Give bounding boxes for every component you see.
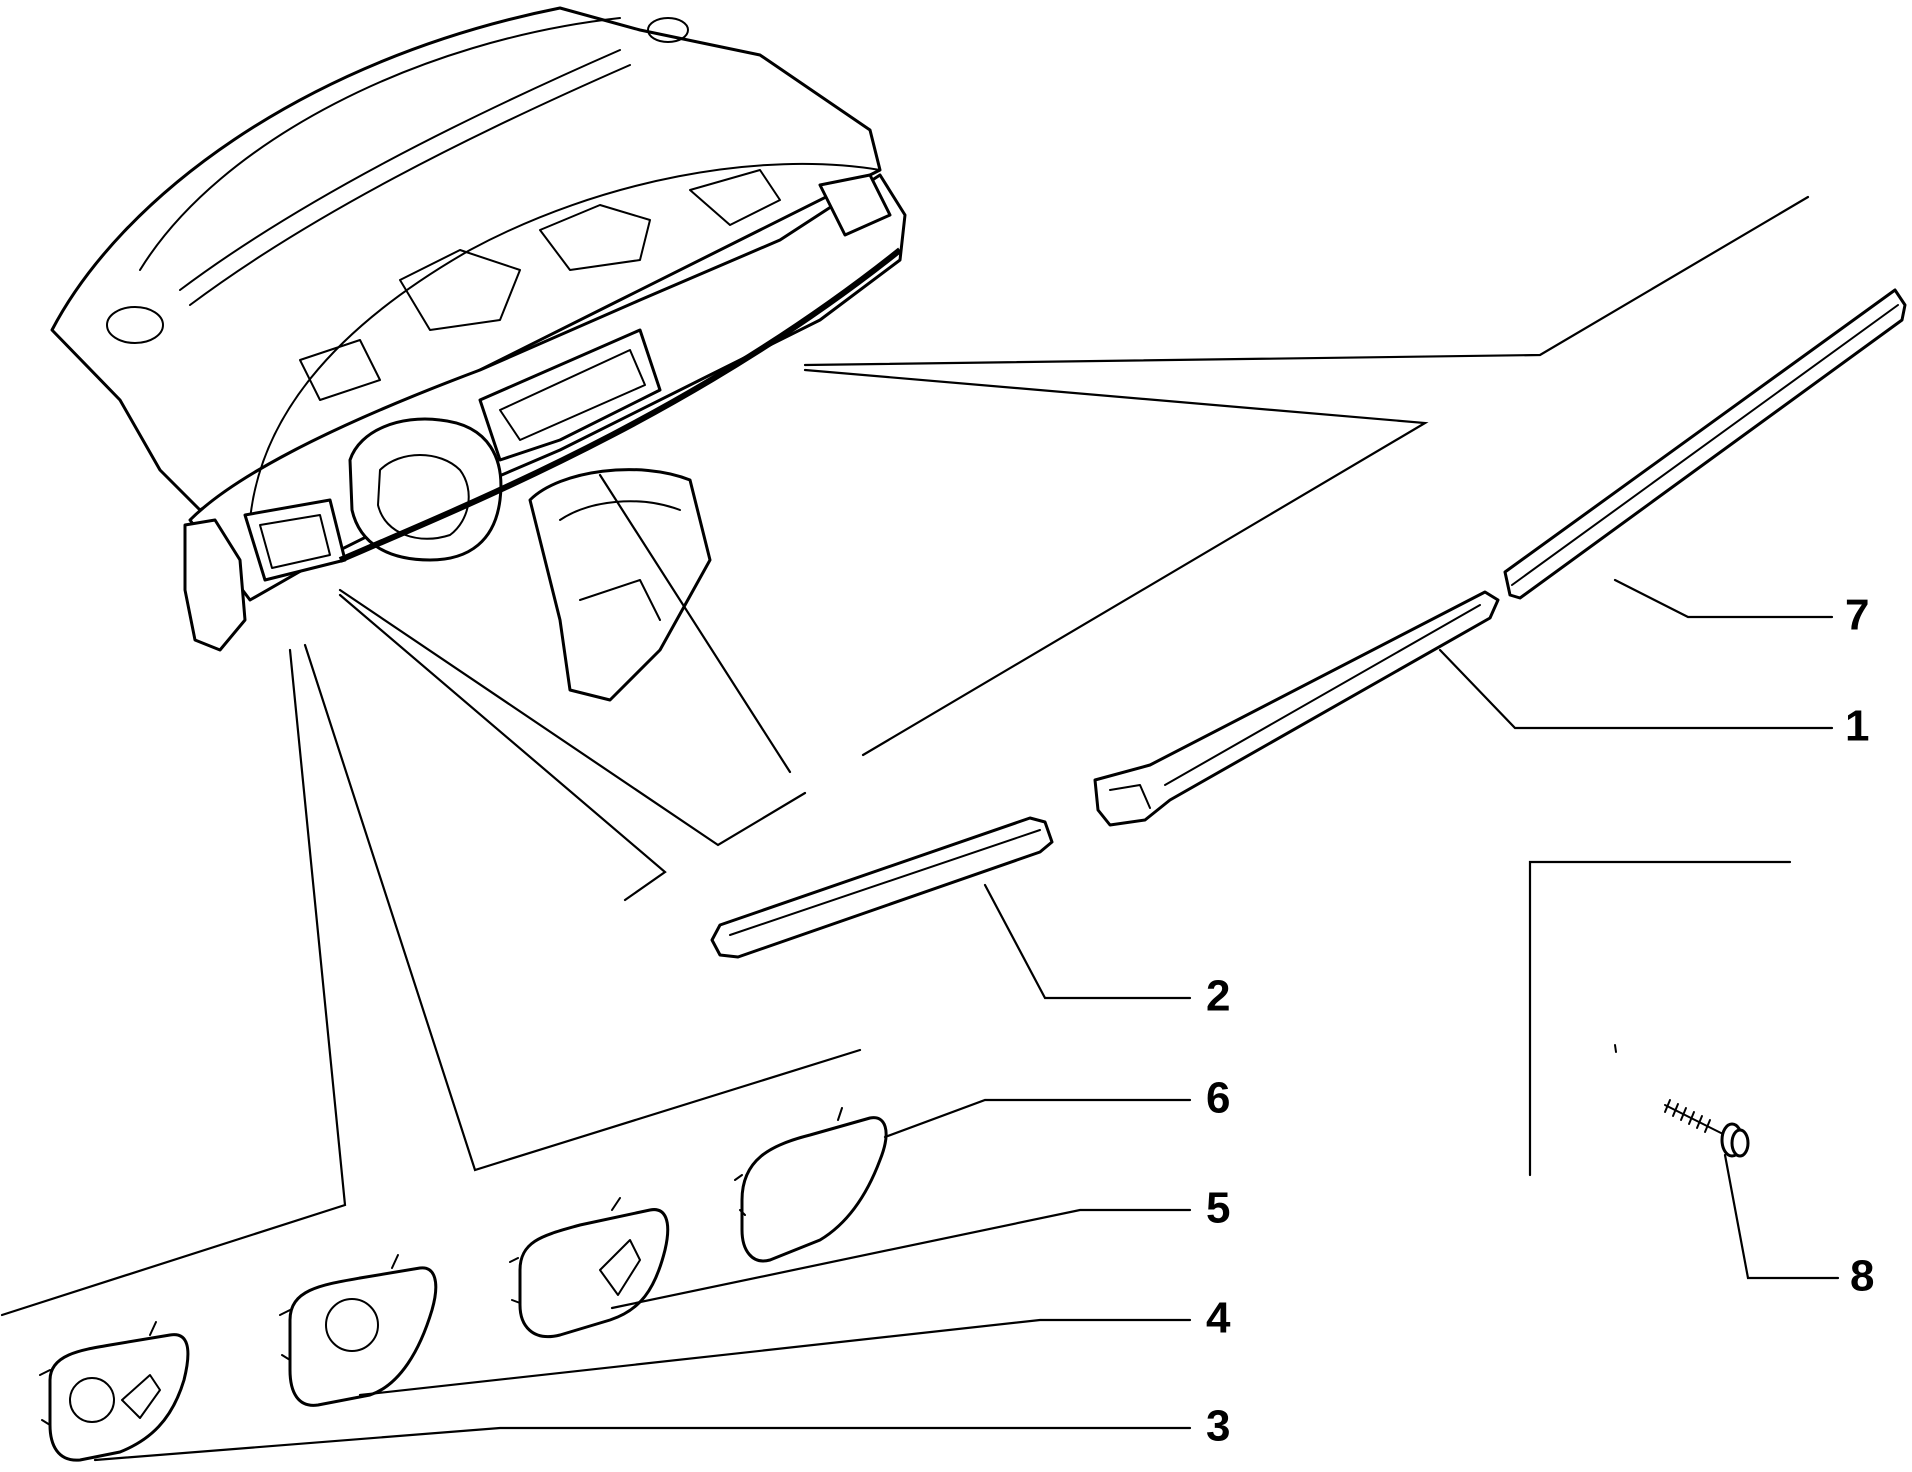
part-7-trim-strip (1503, 288, 1907, 600)
callout-1: 1 (1845, 702, 1869, 751)
assembly-reference-lines (0, 195, 1810, 1317)
part-4-cover-round-opening (279, 1254, 438, 1407)
part-3-cover-round-square-openings (39, 1321, 190, 1462)
part-5-cover-square-opening (509, 1197, 670, 1338)
callout-7: 7 (1845, 591, 1869, 640)
part-2-trim-bar (710, 816, 1054, 959)
callout-5: 5 (1206, 1184, 1230, 1233)
dashboard-assembly (50, 6, 907, 702)
callout-labels: 7 1 2 6 5 4 3 8 (1206, 591, 1874, 1451)
part-6-blank-cover (734, 1107, 888, 1263)
callout-6: 6 (1206, 1074, 1230, 1123)
part-8-screw (1664, 1099, 1750, 1158)
callout-3: 3 (1206, 1402, 1230, 1451)
callout-2: 2 (1206, 972, 1230, 1021)
part-1-trim-strip (1093, 590, 1500, 827)
callout-4: 4 (1206, 1294, 1231, 1343)
callout-8: 8 (1850, 1252, 1874, 1301)
callout-leaders (93, 578, 1840, 1462)
